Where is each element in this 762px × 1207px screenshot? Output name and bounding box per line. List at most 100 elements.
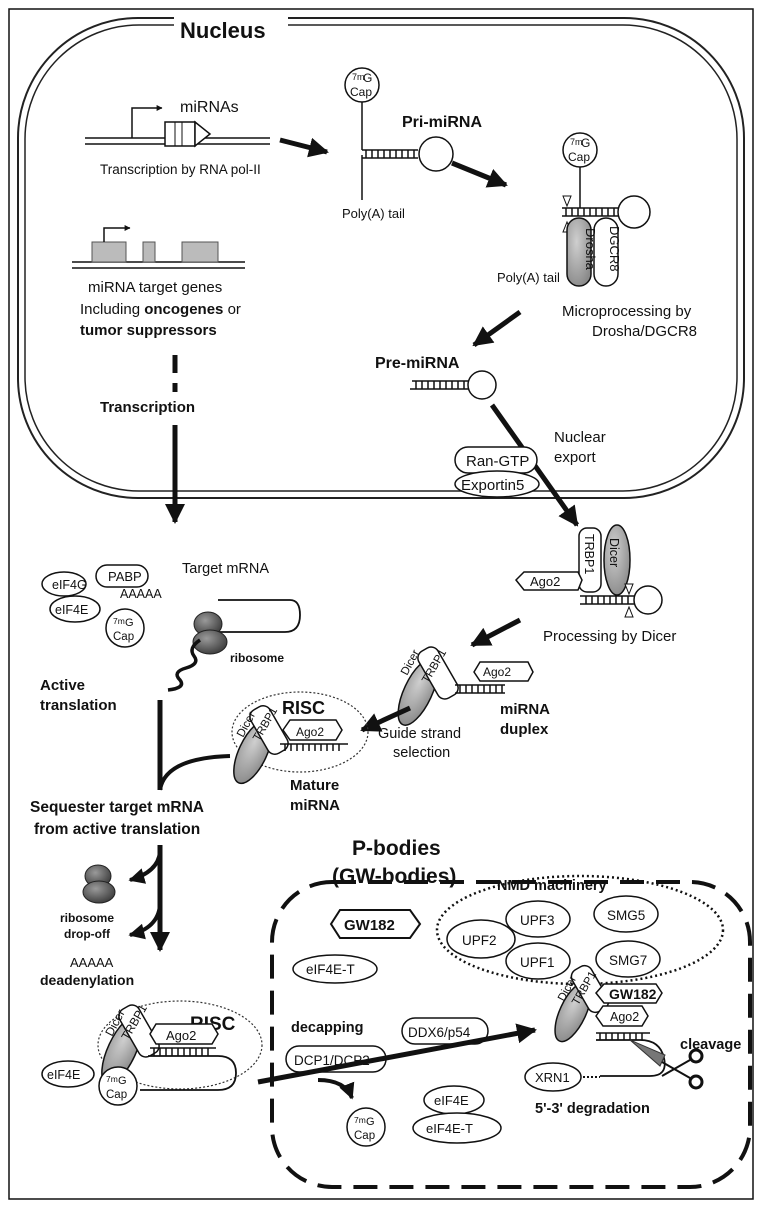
tss-arrow-icon <box>131 105 163 138</box>
smg7-label: SMG7 <box>609 953 647 968</box>
pri-mirna-label: Pri-miRNA <box>402 114 482 131</box>
microprocessing-line1: Microprocessing by <box>562 303 692 320</box>
polya-label-top: AAAAA <box>120 587 162 601</box>
nuclear-export-line2: export <box>554 449 597 466</box>
smg5-label: SMG5 <box>607 908 645 923</box>
cap-sup-top: 7m <box>113 616 125 626</box>
nmd-proteins <box>446 895 661 980</box>
ribosome-dropoff-arrow <box>128 851 162 884</box>
target-genes-line3: tumor suppressors <box>80 322 217 339</box>
svg-text:Cap: Cap <box>350 85 372 99</box>
ran-gtp-label: Ran-GTP <box>466 453 529 470</box>
upf1-label: UPF1 <box>520 955 555 970</box>
cap-g-bottom: G <box>118 1075 127 1087</box>
exportin5-label: Exportin5 <box>461 477 524 494</box>
cap-g-removed: G <box>366 1116 375 1128</box>
mirna-gene-label: miRNAs <box>180 99 239 116</box>
gw182-protein <box>329 909 422 939</box>
nmd-machinery-boundary <box>435 874 725 986</box>
mirna-gene <box>85 105 270 148</box>
nascent-peptide-icon <box>167 638 202 692</box>
gw182-label: GW182 <box>344 917 395 934</box>
decapping-arrow <box>317 1078 355 1100</box>
xrn1-label: XRN1 <box>535 1070 570 1085</box>
target-genes-line2: Including oncogenes or <box>80 301 241 318</box>
active-translation-line1: Active <box>40 677 85 694</box>
pbody-ago2-label: Ago2 <box>610 1010 639 1024</box>
nucleus-title-bg <box>174 14 288 44</box>
cap-sup-removed: 7m <box>354 1115 366 1125</box>
risc-complex-top <box>233 705 348 785</box>
svg-text:G: G <box>581 136 590 150</box>
risc-boundary <box>231 691 369 773</box>
arrow-to-risc <box>360 705 412 733</box>
risc-bottom-ago2: Ago2 <box>166 1028 196 1043</box>
exportin5-protein <box>454 470 540 498</box>
cleavage-label: cleavage <box>680 1037 741 1053</box>
mirna-duplex-line2: duplex <box>500 721 549 738</box>
mature-mirna-line1: Mature <box>290 777 339 794</box>
p-body-boundary <box>270 880 752 1189</box>
polya-label-mid: AAAAA <box>70 955 114 970</box>
upf2-label: UPF2 <box>462 933 497 948</box>
upf3-label: UPF3 <box>520 913 555 928</box>
risc-label-top: RISC <box>282 698 325 718</box>
eif4e-t-label-bottom: eIF4E-T <box>426 1121 473 1136</box>
sequester-line2: from active translation <box>34 821 200 838</box>
scissors-icon <box>661 1048 704 1090</box>
micro-polya-label: Poly(A) tail <box>497 270 560 285</box>
cap-word-bottom: Cap <box>106 1089 127 1101</box>
target-gene <box>72 225 245 269</box>
svg-text:7m: 7m <box>570 137 583 147</box>
cap-word-top: Cap <box>113 631 134 643</box>
drosha-protein <box>566 217 592 287</box>
arrow-to-pbody <box>257 1023 537 1085</box>
processing-by-dicer-label: Processing by Dicer <box>543 628 676 645</box>
svg-text:Cap: Cap <box>568 150 590 164</box>
nuclear-export-line1: Nuclear <box>554 429 606 446</box>
dicer-complex-dicer: Dicer <box>607 538 621 567</box>
pri-polya-label: Poly(A) tail <box>342 206 405 221</box>
eif4g-label: eIF4G <box>52 578 87 592</box>
microprocessor-complex: 7m G Cap <box>562 132 651 287</box>
cap-g-top: G <box>125 617 134 629</box>
pre-mirna-label: Pre-miRNA <box>375 355 460 372</box>
pbodies-title-line2: (GW-bodies) <box>332 865 456 888</box>
svg-text:G: G <box>363 71 372 85</box>
sequester-line1: Sequester target mRNA <box>30 799 204 816</box>
ddx6-p54-label: DDX6/p54 <box>408 1025 471 1040</box>
active-translation-mrna <box>41 564 301 692</box>
degradation-label: 5'-3' degradation <box>535 1101 650 1117</box>
tss-arrow-icon <box>103 225 131 242</box>
eif4e-label-pbody: eIF4E <box>434 1093 469 1108</box>
arrow-to-duplex <box>470 617 522 648</box>
pabp-label: PABP <box>108 569 142 584</box>
eif4e-label-top: eIF4E <box>55 603 88 617</box>
pbody-gw182-label: GW182 <box>609 986 657 1002</box>
eif4e-t-protein-bottom <box>412 1112 502 1144</box>
risc-join-line <box>158 754 231 791</box>
ribosome-dropoff-line2: drop-off <box>64 927 111 941</box>
cap-icon <box>98 1066 138 1106</box>
drosha-label: Drosha <box>583 228 598 271</box>
risc-complex-bottom <box>41 1004 237 1106</box>
arrow-to-microprocessor <box>451 160 508 188</box>
risc-boundary <box>97 1000 263 1090</box>
transcription-label: Transcription <box>100 399 195 416</box>
deadenylation-arrow <box>128 904 162 940</box>
dicer-complex-ago2: Ago2 <box>530 574 560 589</box>
pri-mirna-structure: 7m G Cap <box>344 67 454 200</box>
microprocessing-line2: Drosha/DGCR8 <box>592 323 697 340</box>
dicer-processing-complex <box>514 524 663 618</box>
guide-strand-line2: selection <box>393 745 450 761</box>
eif4e-t-label-top: eIF4E-T <box>306 962 355 977</box>
svg-text:7m: 7m <box>352 72 365 82</box>
arrow-transcription <box>279 137 329 158</box>
eif4e-t-protein-top <box>292 954 378 984</box>
target-mrna-label: Target mRNA <box>182 561 269 577</box>
dgcr8-label: DGCR8 <box>607 226 622 272</box>
decapping-label: decapping <box>291 1020 364 1036</box>
target-genes-line1: miRNA target genes <box>88 279 222 296</box>
